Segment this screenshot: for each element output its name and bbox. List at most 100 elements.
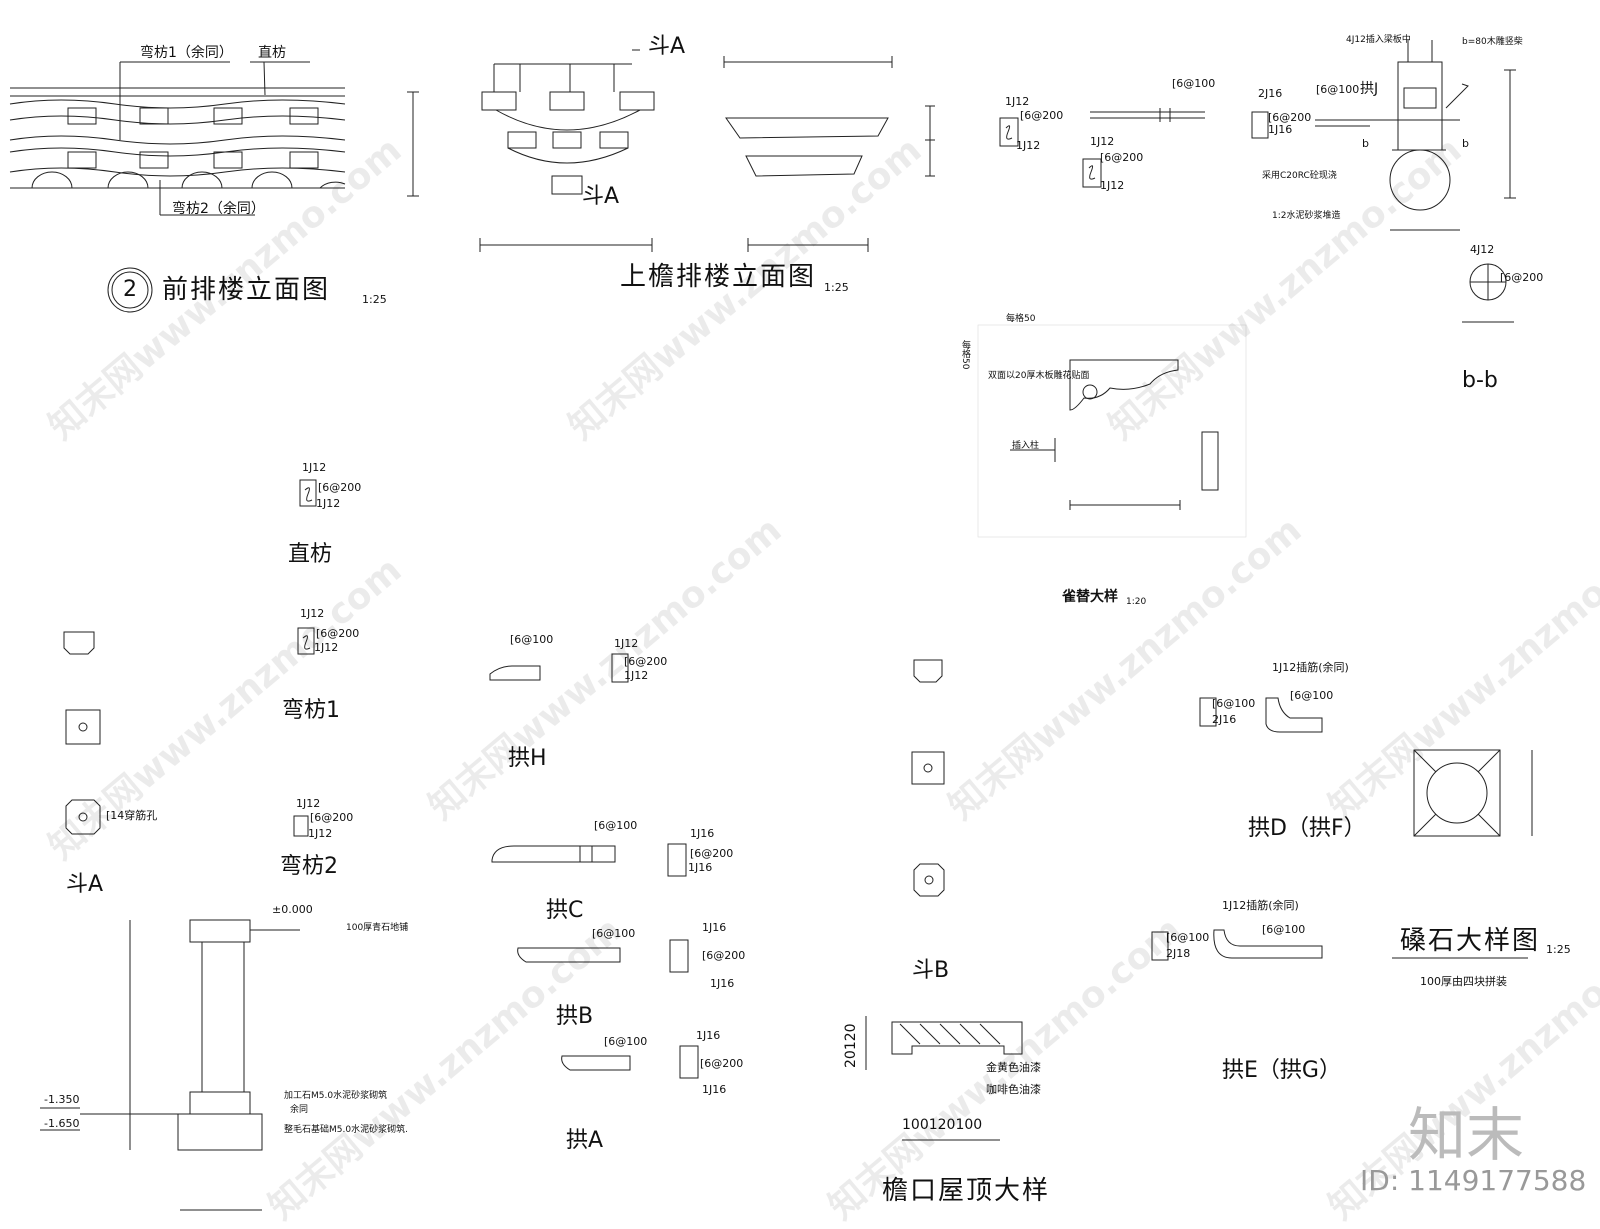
section-b-right: b (1462, 137, 1469, 150)
column-detail-drawing (1370, 40, 1516, 323)
rebar-6at200-a: [6@200 (1020, 109, 1064, 122)
label-dou-a-mid: 斗A (582, 184, 620, 209)
rebar-2j16: 2J16 (1258, 87, 1283, 100)
label-wanfang1: 弯枋1（余同） (140, 45, 233, 61)
queti-title: 雀替大样 (1062, 589, 1118, 605)
foundation-note-3: 整毛石基础M5.0水泥砂浆砌筑. (284, 1125, 408, 1135)
upper-eaves-drawing (479, 49, 893, 252)
gong-b-1j16-a: 1J16 (702, 921, 727, 934)
zhifang-1j12-a: 1J12 (302, 461, 327, 474)
znzmo-logo: 知末 (1408, 1101, 1525, 1169)
eave-note-coffee: 咖啡色油漆 (986, 1083, 1041, 1096)
gong-d-6at100-b: [6@100 (1290, 689, 1334, 702)
plinth-stone-drawing (1392, 749, 1533, 959)
gong-h-6at200: [6@200 (624, 655, 668, 668)
rebar-1j12-c: 1J12 (1090, 135, 1115, 148)
gong-d-title: 拱D（拱F） (1248, 816, 1366, 841)
gong-d-1j12: 1J12插筋(余同) (1272, 661, 1349, 674)
queti-drawing (1010, 359, 1219, 510)
front-scale: 1:25 (362, 293, 387, 306)
rebar-b80: b=80木雕竖柴 (1462, 37, 1523, 47)
rebar-sections-top (925, 105, 1370, 188)
eave-note-gold: 金黄色油漆 (986, 1061, 1041, 1074)
rebar-1j12-b: 1J12 (1016, 139, 1041, 152)
gong-a-title: 拱A (566, 1128, 604, 1153)
gong-d-6at100-a: [6@100 (1212, 697, 1256, 710)
wanfang1-6at200: [6@200 (316, 627, 360, 640)
elevation-m1350: -1.350 (44, 1093, 80, 1106)
label-gong-j: 拱J (1360, 81, 1379, 97)
queti-board-note: 双面以20厚木板雕花贴面 (988, 371, 1090, 381)
plinth-stone-scale: 1:25 (1546, 943, 1571, 956)
gong-c-1j16-b: 1J16 (688, 861, 713, 874)
eave-detail-title: 檐口屋顶大样 (882, 1176, 1051, 1206)
gong-b-title: 拱B (556, 1004, 594, 1029)
paving-note: 100厚青石地铺 (346, 923, 409, 933)
gong-h-1j12-a: 1J12 (614, 637, 639, 650)
zhifang-title: 直枋 (288, 542, 333, 567)
rebar-6at100-b: [6@100 (1316, 83, 1360, 96)
rebar-6at200-b: [6@200 (1100, 151, 1144, 164)
gong-c-1j16-a: 1J16 (690, 827, 715, 840)
gong-drawings (489, 653, 699, 1079)
eave-detail-drawing (865, 1016, 1023, 1141)
wanfang2-1j12-b: 1J12 (308, 827, 333, 840)
gong-d-e-drawings (1151, 697, 1323, 961)
front-number-circle: 2 (123, 277, 137, 302)
rebar-1j16: 1J16 (1268, 123, 1293, 136)
rebar-4j12-insert: 4J12插入梁板中 (1346, 35, 1411, 45)
queti-insert-note: 插入柱 (1012, 441, 1040, 451)
dou-b-drawings (911, 659, 945, 897)
drawing-id: ID: 1149177588 (1360, 1164, 1587, 1197)
dou-a-section-title: 斗A (66, 872, 104, 897)
foundation-note-1: 加工石M5.0水泥砂浆砌筑 (284, 1091, 388, 1101)
note-c20-concrete: 采用C20RC砼现浇 (1262, 171, 1337, 181)
rebar-4j12: 4J12 (1470, 243, 1495, 256)
wanfang1-1j12-b: 1J12 (314, 641, 339, 654)
zhifang-6at200: [6@200 (318, 481, 362, 494)
section-bb-title: b-b (1462, 368, 1498, 393)
gong-c-6at200: [6@200 (690, 847, 734, 860)
note-mortar: 1:2水泥砂浆堆造 (1272, 211, 1341, 221)
label-zhifang: 直枋 (258, 45, 286, 61)
eave-dim-horizontal: 100120100 (902, 1117, 983, 1133)
gong-h-title: 拱H (508, 746, 547, 771)
gong-h-1j12-b: 1J12 (624, 669, 649, 682)
gong-c-6at100: [6@100 (594, 819, 638, 832)
gong-e-2j18: 2J18 (1166, 947, 1191, 960)
label-wanfang2: 弯枋2（余同） (172, 201, 265, 217)
elevation-m1650: -1.650 (44, 1117, 80, 1130)
gong-a-6at200: [6@200 (700, 1057, 744, 1070)
front-elevation-title: 前排楼立面图 (162, 275, 331, 305)
grid-spacing-top: 每格50 (1006, 314, 1036, 324)
rebar-6at100-a: [6@100 (1172, 77, 1216, 90)
queti-grid (977, 324, 1247, 538)
gong-a-1j16-a: 1J16 (696, 1029, 721, 1042)
dou-b-title: 斗B (912, 958, 950, 983)
wanfang2-1j12-a: 1J12 (296, 797, 321, 810)
wanfang2-6at200: [6@200 (310, 811, 354, 824)
upper-eaves-title: 上檐排楼立面图 (620, 262, 817, 292)
gong-h-6at100: [6@100 (510, 633, 554, 646)
grid-spacing-side: 每格50 (960, 340, 970, 370)
section-b-left: b (1362, 137, 1369, 150)
foundation-drawing (40, 919, 300, 1211)
foundation-note-2: 余同 (290, 1105, 309, 1115)
elevation-zero: ±0.000 (272, 903, 313, 916)
rebar-6at200-c: [6@200 (1268, 111, 1312, 124)
gong-c-title: 拱C (546, 898, 584, 923)
plinth-stone-note: 100厚由四块拼装 (1420, 975, 1507, 988)
gong-b-6at200: [6@200 (702, 949, 746, 962)
label-dou-a-top: 斗A (648, 34, 686, 59)
rebar-1j12-d: 1J12 (1100, 179, 1125, 192)
rebar-1j12-a: 1J12 (1005, 95, 1030, 108)
gong-d-2j16: 2J16 (1212, 713, 1237, 726)
gong-e-6at100-a: [6@100 (1166, 931, 1210, 944)
gong-a-6at100: [6@100 (604, 1035, 648, 1048)
gong-a-1j16-b: 1J16 (702, 1083, 727, 1096)
eave-dim-vertical: 20120 (843, 1023, 859, 1068)
gong-b-1j16-b: 1J16 (710, 977, 735, 990)
zhifang-1j12-b: 1J12 (316, 497, 341, 510)
